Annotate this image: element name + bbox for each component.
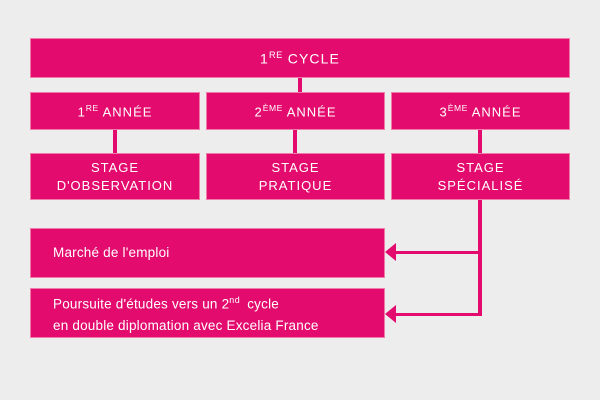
year-2-number: 2 bbox=[254, 104, 263, 120]
cycle-ordinal-sup: RE bbox=[268, 49, 283, 60]
outcome-1-text: Marché de l'emploi bbox=[53, 242, 169, 264]
outcome-2-line1-post: cycle bbox=[247, 296, 279, 312]
stage-2-text: STAGE PRATIQUE bbox=[259, 159, 333, 195]
stage-2-line2: PRATIQUE bbox=[258, 177, 333, 193]
stage-3-text: STAGE SPÉCIALISÉ bbox=[438, 159, 524, 195]
stage-box-pratique: STAGE PRATIQUE bbox=[206, 153, 385, 200]
connector-year3-to-stage3 bbox=[478, 130, 482, 153]
outcome-2-line1-sup: nd bbox=[229, 294, 241, 305]
year-1-number: 1 bbox=[77, 104, 86, 120]
stage-3-line1: STAGE bbox=[456, 159, 505, 175]
year-3-label: ANNÉE bbox=[471, 104, 522, 120]
year-3-text: 3ÈME ANNÉE bbox=[439, 103, 521, 119]
year-2-sup: ÈME bbox=[262, 102, 283, 113]
connector-branch-to-poursuite bbox=[392, 313, 482, 316]
stage-box-observation: STAGE D'OBSERVATION bbox=[30, 153, 200, 200]
year-2-text: 2ÈME ANNÉE bbox=[254, 103, 336, 119]
cycle-title-text: 1RE CYCLE bbox=[260, 50, 340, 67]
arrow-head-poursuite bbox=[385, 305, 396, 323]
year-3-number: 3 bbox=[439, 104, 448, 120]
year-2-label: ANNÉE bbox=[286, 104, 337, 120]
connector-year2-to-stage2 bbox=[293, 130, 297, 153]
outcome-2-line2: en double diplomation avec Excelia Franc… bbox=[53, 318, 319, 334]
connector-branch-to-marche bbox=[392, 251, 482, 254]
stage-1-line2: D'OBSERVATION bbox=[56, 177, 174, 193]
year-3-sup: ÈME bbox=[447, 102, 468, 113]
stage-1-line1: STAGE bbox=[90, 159, 140, 175]
stage-2-line1: STAGE bbox=[271, 159, 320, 175]
outcome-box-marche-emploi: Marché de l'emploi bbox=[30, 228, 385, 278]
connector-year1-to-stage1 bbox=[113, 130, 117, 153]
stage-box-specialise: STAGE SPÉCIALISÉ bbox=[391, 153, 570, 200]
cycle-title-box: 1RE CYCLE bbox=[30, 38, 570, 78]
cycle-number: 1 bbox=[260, 50, 269, 67]
connector-cycle-to-years bbox=[298, 78, 302, 92]
year-box-3: 3ÈME ANNÉE bbox=[391, 92, 570, 130]
year-1-sup: RE bbox=[85, 102, 99, 113]
outcome-2-line1-pre: Poursuite d'études vers un 2 bbox=[53, 296, 230, 312]
year-1-label: ANNÉE bbox=[102, 104, 153, 120]
year-1-text: 1RE ANNÉE bbox=[78, 103, 153, 119]
year-box-2: 2ÈME ANNÉE bbox=[206, 92, 385, 130]
year-box-1: 1RE ANNÉE bbox=[30, 92, 200, 130]
arrow-head-marche bbox=[385, 243, 396, 261]
outcome-1-line1: Marché de l'emploi bbox=[53, 245, 170, 260]
connector-stage3-vertical bbox=[478, 200, 482, 316]
stage-1-text: STAGE D'OBSERVATION bbox=[57, 159, 174, 195]
stage-3-line2: SPÉCIALISÉ bbox=[437, 177, 524, 193]
cycle-label: CYCLE bbox=[287, 50, 340, 67]
